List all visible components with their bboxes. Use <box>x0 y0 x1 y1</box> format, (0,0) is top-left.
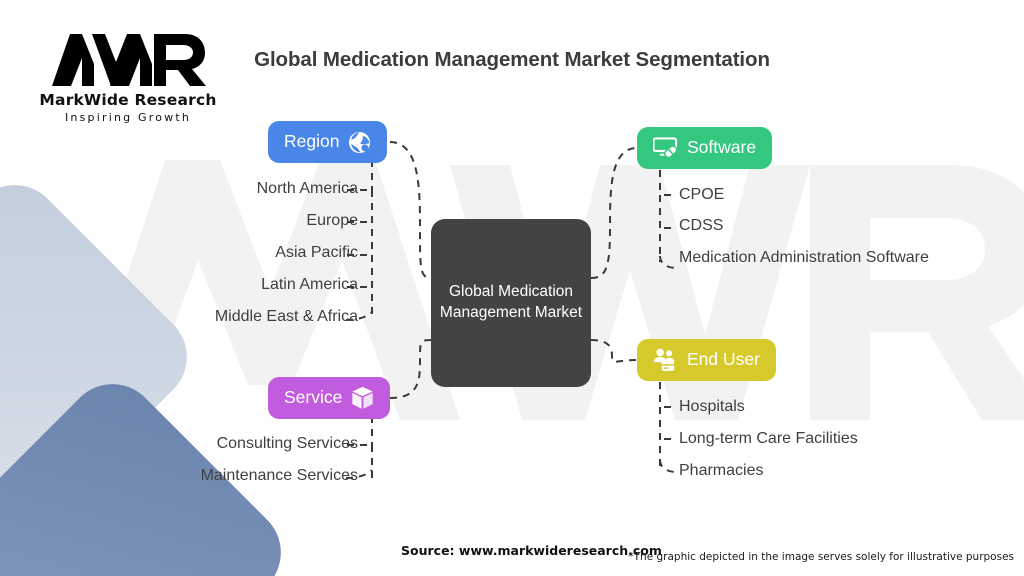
leaf-item: North America <box>256 180 358 197</box>
branch-node-service[interactable]: Service <box>268 377 391 419</box>
box-icon <box>351 386 374 410</box>
branch-node-service-label: Service <box>284 386 343 407</box>
monitor-pill-icon <box>653 136 678 160</box>
connector-software-leaf-3 <box>659 255 677 269</box>
source-text: Source: www.markwideresearch.com <box>401 543 662 558</box>
page-title: Global Medication Management Market Segm… <box>254 48 770 71</box>
leaf-item: Medication Administration Software <box>679 248 929 266</box>
connector-service-center <box>389 339 432 399</box>
branch-node-software[interactable]: Software <box>637 127 773 169</box>
globe-icon <box>348 131 371 154</box>
branch-node-enduser[interactable]: End User <box>637 339 776 381</box>
leaf-list-region: North America Europe Asia Pacific Latin … <box>215 179 358 339</box>
connector-enduser-leaf-3 <box>659 459 677 473</box>
leaf-item: Middle East & Africa <box>214 307 358 325</box>
leaf-item: CPOE <box>679 186 725 203</box>
users-card-icon <box>653 348 678 372</box>
center-node-label: Global Medication Management Market <box>439 283 583 321</box>
leaf-item: Asia Pacific <box>275 243 358 261</box>
leaf-list-service: Consulting Services Maintenance Services <box>201 434 358 498</box>
center-node[interactable]: Global Medication Management Market <box>431 219 591 387</box>
leaf-item: Pharmacies <box>679 461 764 479</box>
leaf-list-software: CPOE CDSS Medication Administration Soft… <box>679 185 929 279</box>
branch-node-software-label: Software <box>687 136 757 157</box>
leaf-item: Maintenance Services <box>200 466 358 484</box>
branch-node-enduser-label: End User <box>687 348 760 369</box>
leaf-item: Long-term Care Facilities <box>679 429 858 447</box>
company-logo: MarkWide Research Inspiring Growth <box>28 28 228 124</box>
leaf-item: CDSS <box>679 217 724 235</box>
connector-service-leaf-2 <box>345 469 373 479</box>
logo-company-name: MarkWide Research <box>39 91 217 109</box>
connector-center-software <box>590 147 638 279</box>
leaf-item: Europe <box>306 211 358 229</box>
branch-node-region[interactable]: Region <box>268 121 388 163</box>
logo-tagline: Inspiring Growth <box>64 111 192 124</box>
leaf-item: Hospitals <box>679 398 745 415</box>
leaf-list-enduser: Hospitals Long-term Care Facilities Phar… <box>679 397 939 493</box>
mwr-monogram-icon <box>52 34 206 86</box>
connector-center-enduser <box>590 339 638 363</box>
branch-node-region-label: Region <box>284 130 340 151</box>
leaf-item: Consulting Services <box>216 435 358 452</box>
connector-region-center <box>389 141 432 279</box>
leaf-item: Latin America <box>261 275 358 293</box>
disclaimer-text: *The graphic depicted in the image serve… <box>628 551 1014 563</box>
